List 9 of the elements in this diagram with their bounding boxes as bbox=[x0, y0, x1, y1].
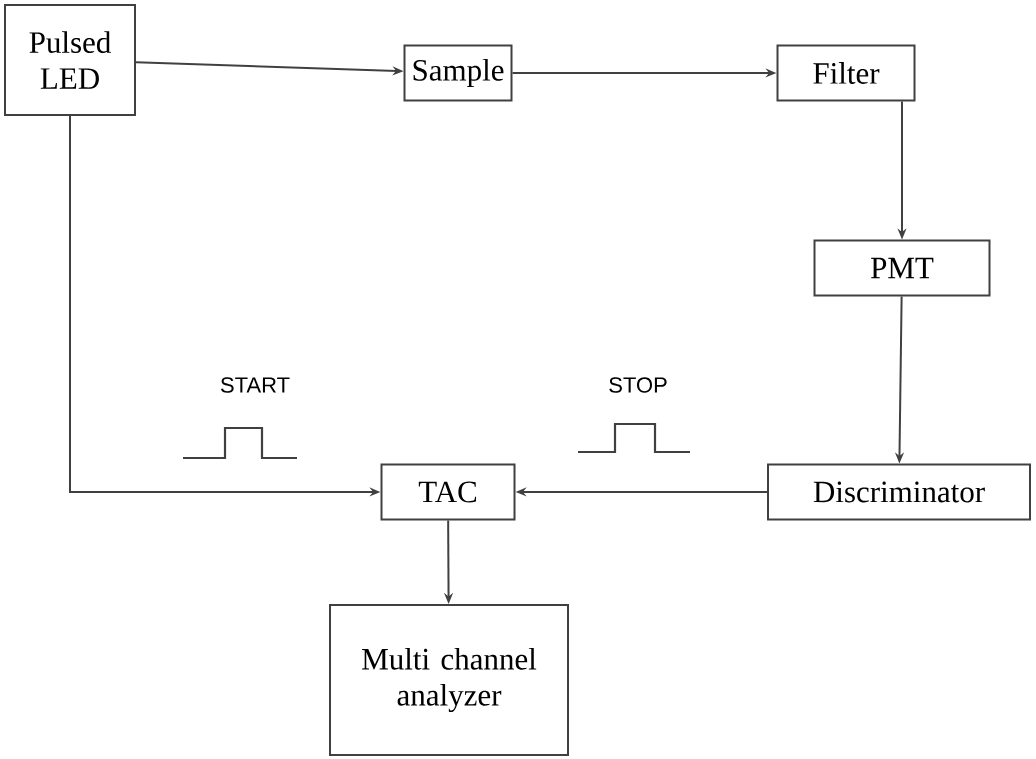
process-box: Discriminator bbox=[767, 463, 1031, 521]
process-box: PMT bbox=[813, 239, 991, 297]
process-box: TAC bbox=[380, 463, 516, 521]
process-box: Pulsed LED bbox=[4, 4, 136, 116]
process-box: Multi channel analyzer bbox=[329, 604, 569, 756]
process-box: Sample bbox=[403, 44, 513, 102]
signal-label: START bbox=[220, 377, 290, 393]
signal-label: STOP bbox=[609, 377, 667, 393]
process-box: Filter bbox=[776, 44, 916, 102]
